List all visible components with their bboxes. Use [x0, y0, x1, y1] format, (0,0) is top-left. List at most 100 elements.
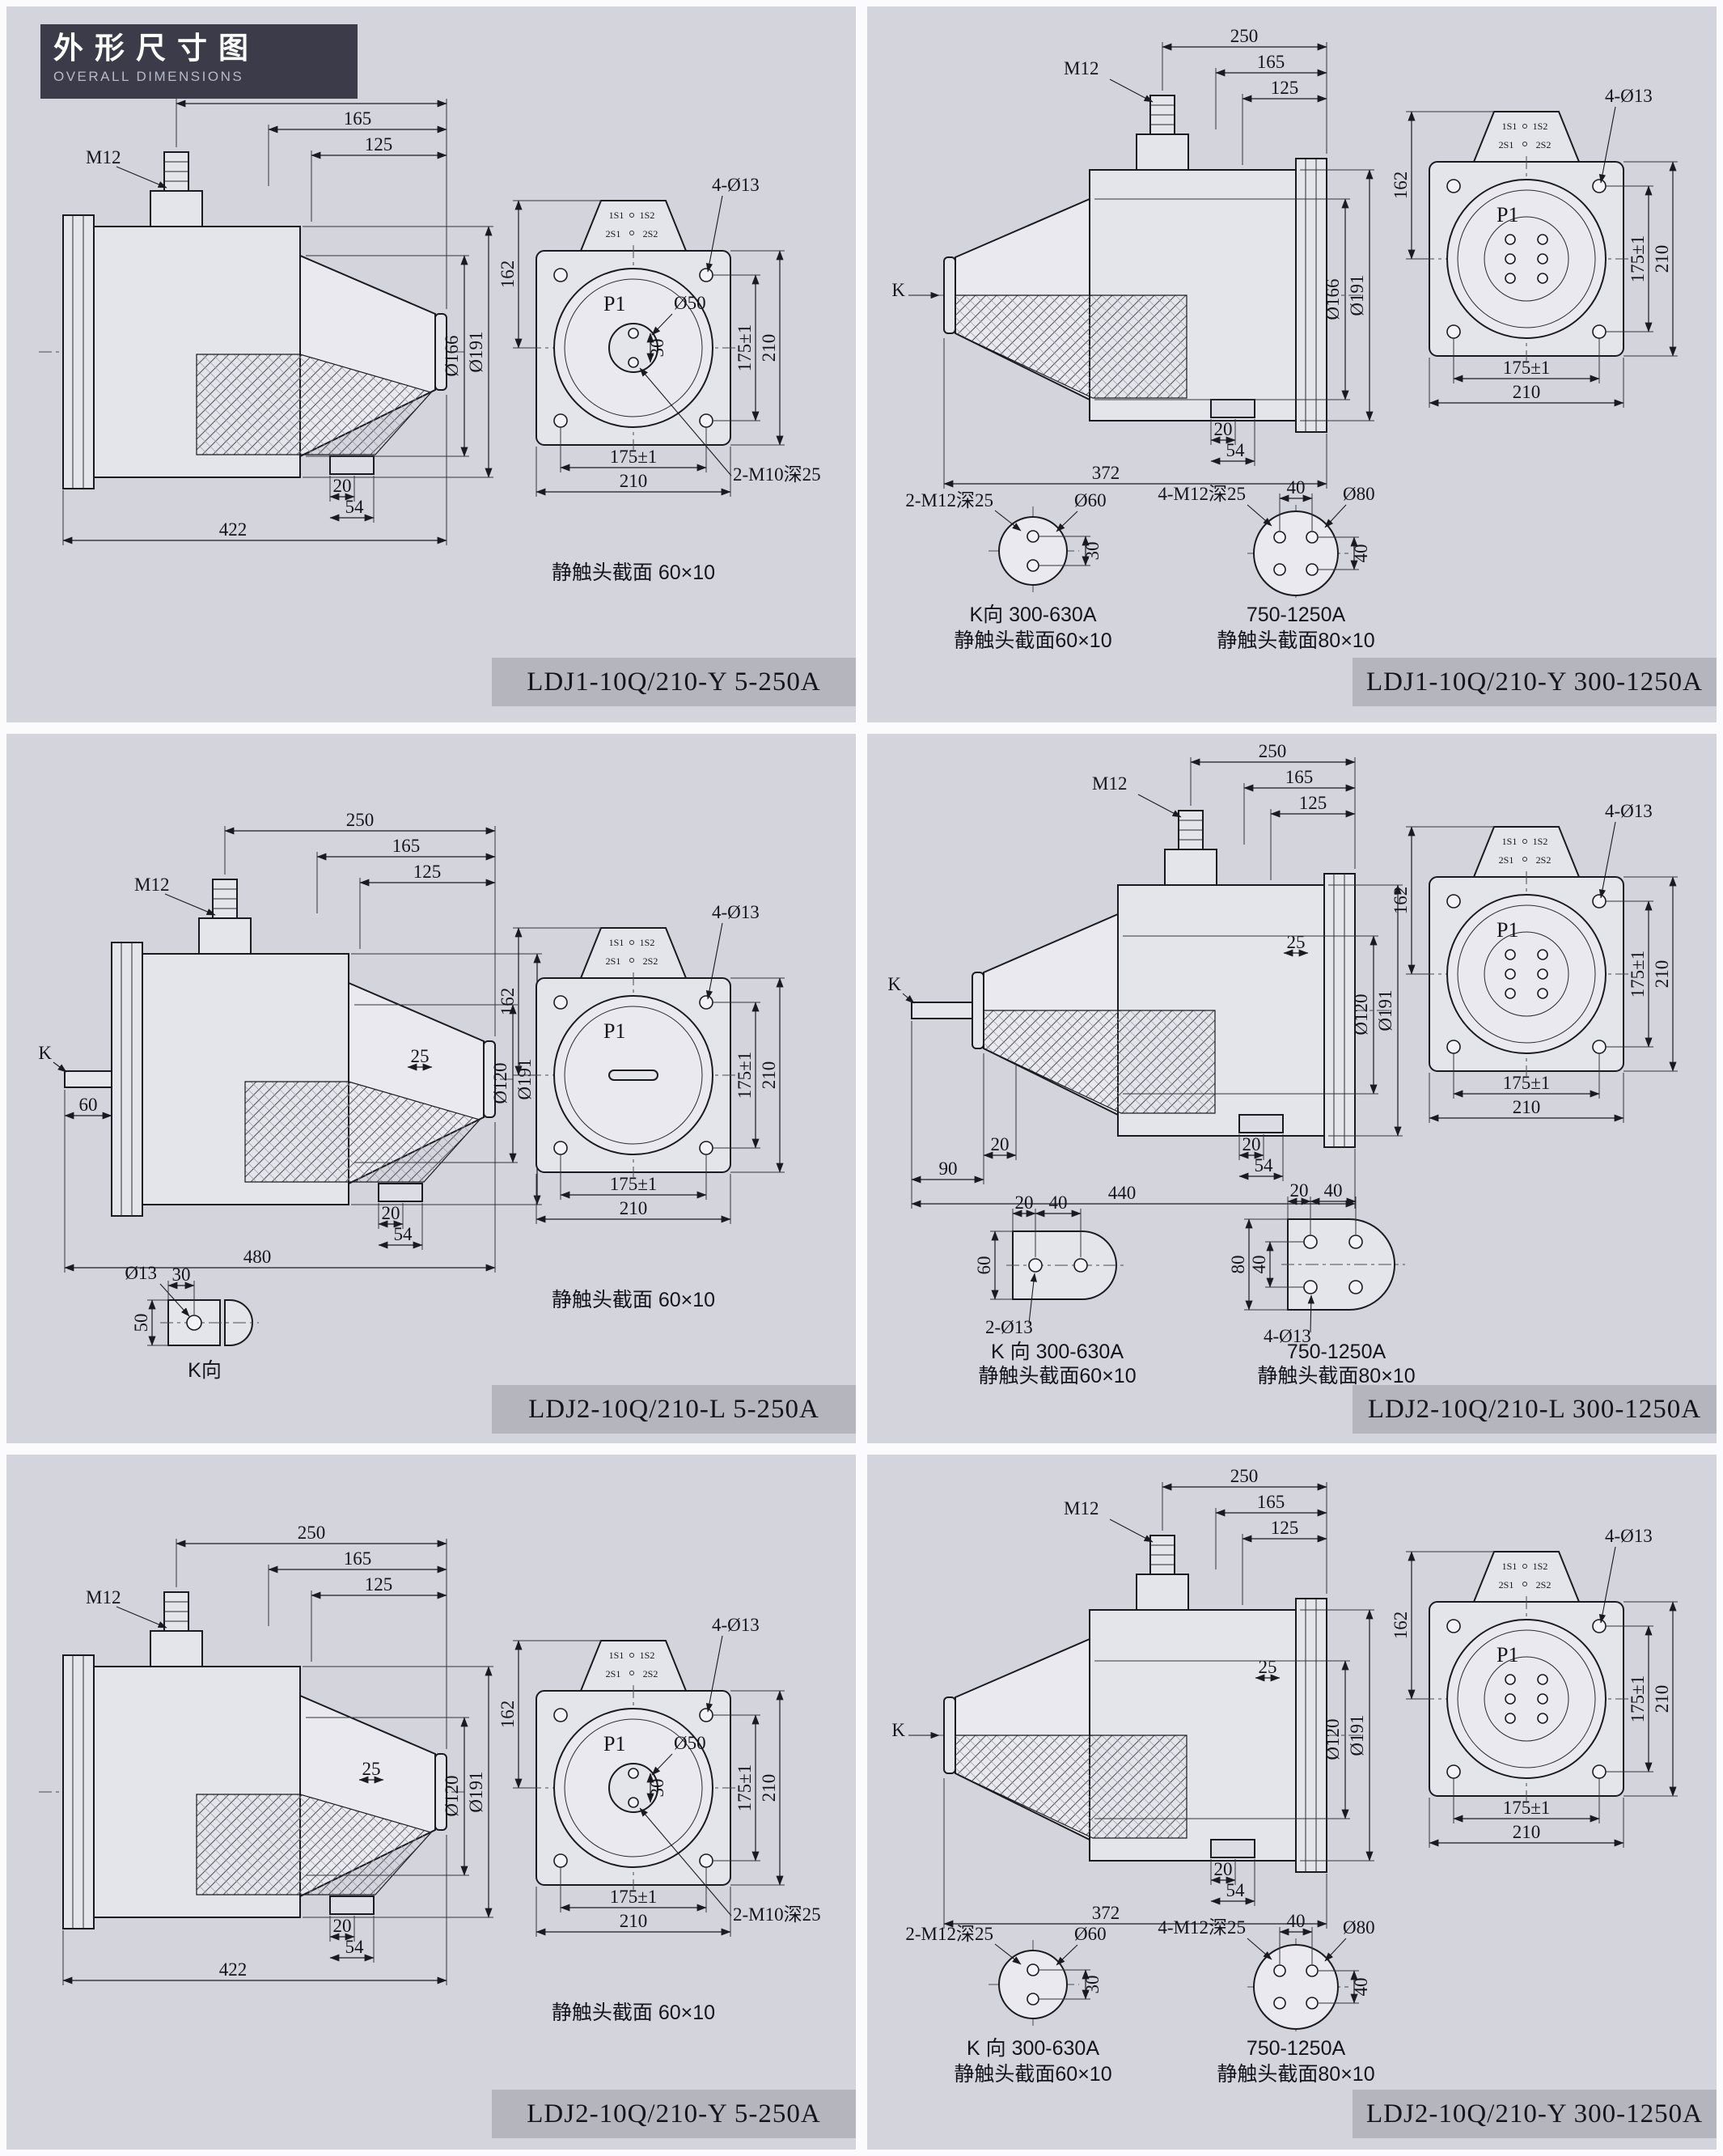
k-label: K [38, 1043, 52, 1063]
detail-caption-4: 静触头截面80×10 [1217, 2063, 1374, 2086]
panel-ldj2-l-300-1250a: K M12 250 165 125 25 Ø120 Ø191 20 90 20 … [867, 734, 1717, 1443]
dim-total: 372 [1092, 1903, 1120, 1923]
detail-750-1250 [1158, 477, 1374, 602]
dim-165: 165 [344, 1548, 372, 1569]
drawing-ldj1-y-5-250a: M12 250 165 125 Ø166 Ø191 20 54 422 静触头截… [38, 83, 856, 584]
dim-54: 54 [1226, 440, 1246, 460]
dim-125: 125 [1271, 78, 1299, 98]
detail-300-630 [905, 1924, 1106, 2029]
detail-750-1250 [1158, 1911, 1374, 2035]
page-title-cn: 外形尺寸图 [53, 32, 260, 65]
dim-diaB: Ø191 [1347, 274, 1367, 316]
dim-125: 125 [365, 134, 393, 155]
dim-diaB: Ø191 [1347, 1714, 1367, 1756]
front-view [1391, 86, 1678, 408]
detail-caption-4: 静触头截面80×10 [1257, 1365, 1415, 1387]
detail-caption-1: K向 300-630A [969, 604, 1096, 626]
page-title-en: OVERALL DIMENSIONS [53, 68, 244, 84]
side-view [911, 1535, 1365, 1873]
dim-60: 60 [79, 1095, 98, 1115]
panel-ldj2-y-5-250a: M12 250 165 125 25 Ø120 Ø191 20 54 422 静… [6, 1455, 856, 2150]
detail-caption-3: 750-1250A [1287, 1341, 1386, 1363]
side-view [38, 151, 468, 489]
side-view [939, 810, 1394, 1148]
detail-caption-2: 静触头截面60×10 [954, 629, 1111, 652]
dim-total: 480 [243, 1247, 272, 1267]
dim-54: 54 [394, 1224, 413, 1244]
dim-diaA: Ø120 [490, 1062, 510, 1103]
detail-caption-2: 静触头截面60×10 [954, 2063, 1111, 2086]
model-label: LDJ2-10Q/210-L 5-250A [492, 1385, 856, 1434]
dim-total: 440 [1108, 1183, 1137, 1203]
dim-250: 250 [1230, 1466, 1259, 1486]
stud-label: M12 [86, 147, 121, 167]
stud-label: M12 [86, 1587, 121, 1607]
dim-165: 165 [1257, 1492, 1285, 1512]
detail-caption-3: 750-1250A [1247, 2037, 1346, 2060]
dim-125: 125 [365, 1574, 393, 1595]
panel-ldj2-l-5-250a: K M12 250 165 125 25 Ø120 Ø191 60 20 54 … [6, 734, 856, 1443]
drawing-ldj2-l-300-1250a: K M12 250 165 125 25 Ø120 Ø191 20 90 20 … [887, 741, 1717, 1387]
dim-total: 422 [219, 1959, 248, 1980]
dim-diaB: Ø191 [466, 1771, 486, 1812]
dim-125: 125 [1299, 793, 1327, 813]
k-label: K [891, 1720, 905, 1740]
primary-rod [911, 1002, 973, 1019]
page-header-badge: 外形尺寸图 OVERALL DIMENSIONS [40, 24, 358, 99]
dim-250: 250 [1259, 741, 1287, 761]
model-label: LDJ1-10Q/210-Y 5-250A [492, 658, 856, 706]
dim-250: 250 [346, 810, 375, 830]
panel-ldj1-y-5-250a: M12 250 165 125 Ø166 Ø191 20 54 422 静触头截… [6, 6, 856, 722]
section-caption: 静触头截面 60×10 [552, 2001, 715, 2024]
detail-caption-1: K 向 300-630A [967, 2037, 1099, 2060]
side-dimensions: M12 K 250 165 125 Ø166 Ø191 20 54 372 [891, 26, 1374, 489]
stud-label: M12 [134, 875, 169, 895]
dim-90: 90 [939, 1158, 958, 1179]
dim-20: 20 [382, 1203, 400, 1223]
dim-165: 165 [392, 836, 421, 856]
panel-ldj2-y-300-1250a: M12 K 250 165 125 25 Ø120 Ø191 20 54 372… [867, 1455, 1717, 2150]
dim-54: 54 [1255, 1155, 1274, 1175]
model-label: LDJ2-10Q/210-Y 300-1250A [1353, 2090, 1717, 2138]
detail-caption-4: 静触头截面80×10 [1217, 629, 1374, 652]
side-view [911, 95, 1365, 433]
dim-25: 25 [411, 1046, 430, 1066]
drawing-ldj2-y-5-250a: M12 250 165 125 25 Ø120 Ø191 20 54 422 静… [38, 1523, 856, 2024]
detail-300-630 [905, 490, 1106, 595]
detail-caption-1: K 向 300-630A [991, 1341, 1124, 1363]
section-caption: 静触头截面 60×10 [552, 1289, 715, 1311]
front-view [1391, 1526, 1678, 1848]
dim-25: 25 [362, 1759, 381, 1779]
side-dimensions: M12 250 165 125 Ø166 Ø191 20 54 422 [62, 83, 493, 545]
front-view [497, 175, 821, 497]
stud-label: M12 [1092, 773, 1127, 794]
section-caption: 静触头截面 60×10 [552, 561, 715, 584]
dim-diaB: Ø191 [1375, 989, 1395, 1031]
dim-250: 250 [298, 1523, 326, 1543]
stud-label: M12 [1064, 1498, 1099, 1519]
front-view [1391, 801, 1678, 1123]
detail-750-1250 [1228, 1180, 1405, 1346]
k-label: K [891, 280, 905, 300]
dim-54: 54 [345, 1937, 365, 1957]
dim-165: 165 [344, 108, 372, 129]
detail-caption-3: 750-1250A [1247, 604, 1346, 626]
dim-165: 165 [1257, 52, 1285, 72]
dim-diaA: Ø166 [1323, 278, 1343, 320]
dim-diaB: Ø191 [466, 331, 486, 372]
front-view [497, 1615, 821, 1937]
dim-total: 372 [1092, 463, 1120, 483]
dim-diaA: Ø166 [442, 335, 462, 376]
dim-250: 250 [1230, 26, 1259, 46]
detail-k-view [125, 1263, 259, 1345]
side-dimensions: M12 K 250 165 125 25 Ø120 Ø191 20 54 372 [891, 1466, 1374, 1929]
front-view [497, 902, 785, 1224]
dim-20: 20 [333, 476, 352, 496]
dim-20a: 20 [991, 1134, 1010, 1154]
dim-25: 25 [1259, 1657, 1277, 1677]
dim-diaA: Ø120 [442, 1775, 462, 1816]
dim-54: 54 [1226, 1880, 1246, 1900]
detail-caption-1: K向 [188, 1359, 222, 1382]
model-label: LDJ2-10Q/210-L 300-1250A [1353, 1385, 1717, 1434]
drawing-ldj2-l-5-250a: K M12 250 165 125 25 Ø120 Ø191 60 20 54 … [38, 810, 856, 1382]
